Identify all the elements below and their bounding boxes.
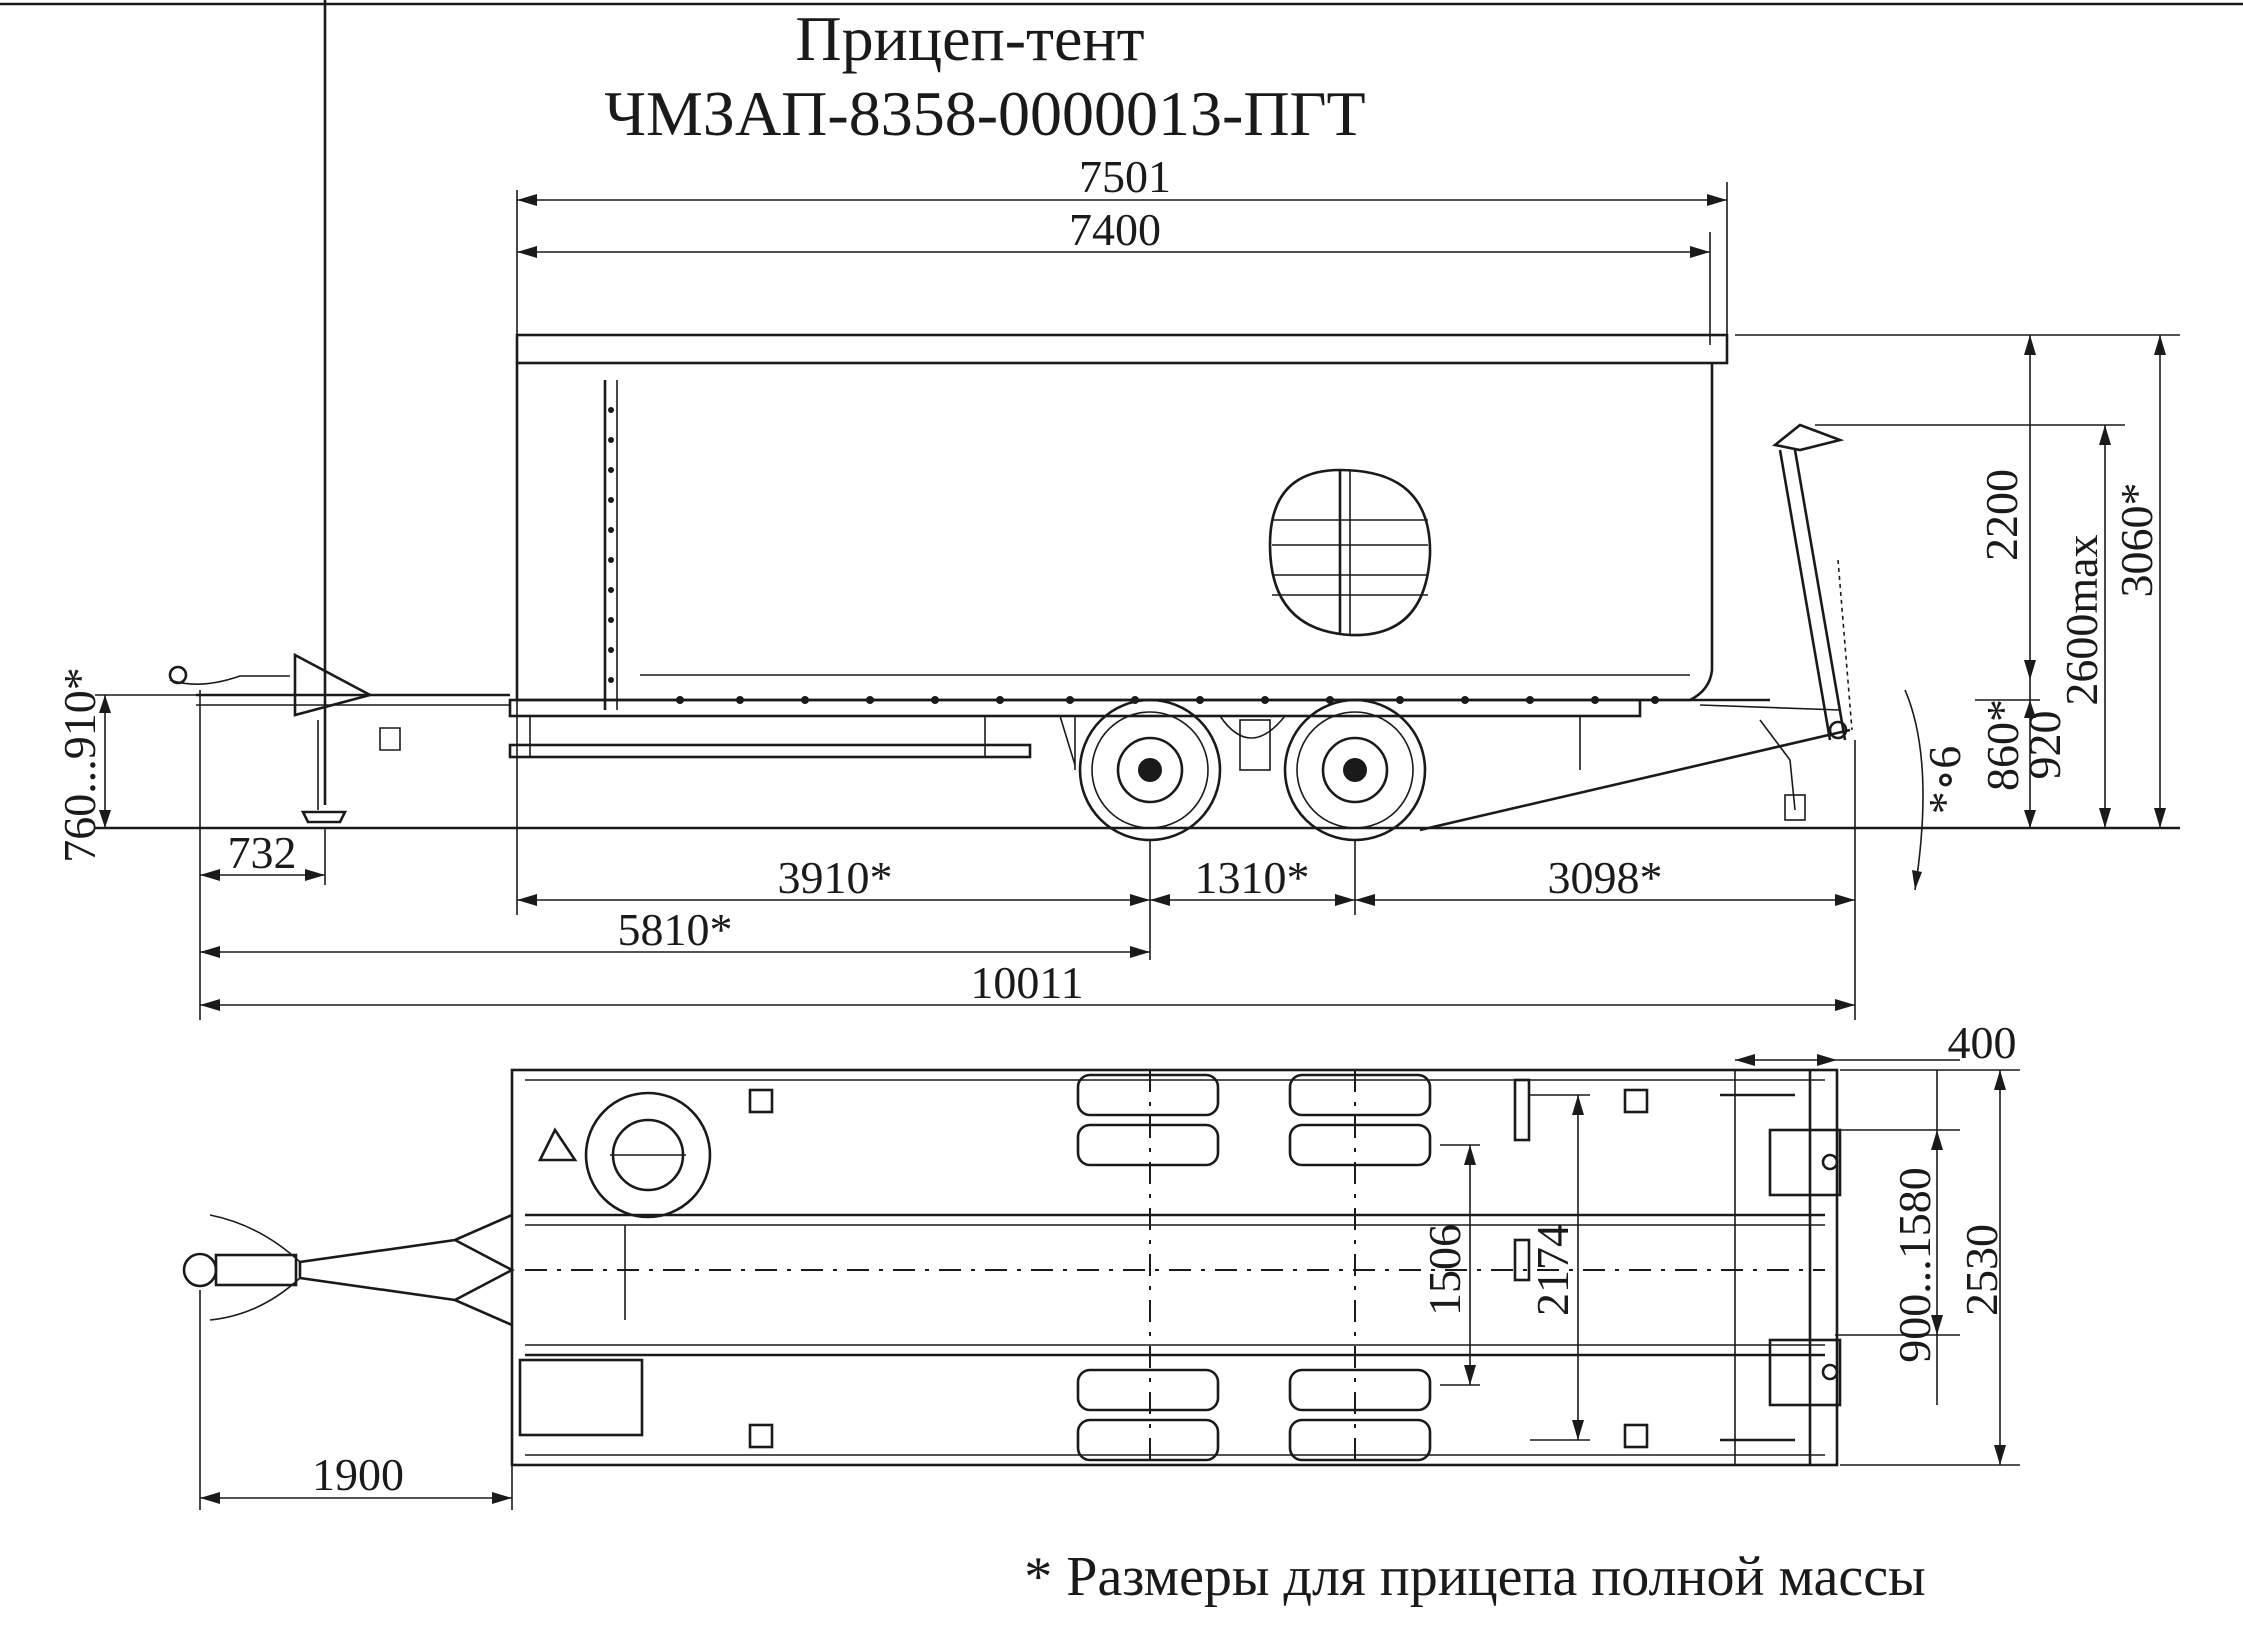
dim-platform-height-2: 920 [2019, 711, 2070, 780]
dim-platform-height: 860* [1977, 699, 2028, 791]
dim-track-width: 2174 [1527, 1224, 1578, 1316]
spare-wheel [584, 1091, 712, 1219]
warning-triangle-icon [537, 1127, 578, 1162]
rear-ramps-top [1720, 1093, 1842, 1442]
drawbar-side [168, 0, 510, 824]
side-guard [508, 743, 1032, 759]
dim-inner-width: 1506 [1419, 1224, 1470, 1316]
footnote: * Размеры для прицепа полной массы [1024, 1546, 1925, 1608]
dim-drawbar-offset: 732 [228, 827, 297, 878]
dim-ramp-depth: 400 [1948, 1017, 2017, 1068]
dim-rear-overhang: 3098* [1548, 852, 1663, 903]
side-view: 7501 7400 [54, 0, 2180, 1020]
rear-ramp [1419, 423, 1853, 832]
title-line-2: ЧМЗАП-8358-0000013-ПГТ [604, 78, 1365, 149]
toolbox [518, 1358, 644, 1437]
ramp-slope-line [1419, 728, 1851, 832]
dim-hitch-to-axle: 5810* [618, 904, 733, 955]
dim-drawbar-length: 1900 [312, 1449, 404, 1500]
drawbar-top [182, 1213, 515, 1327]
tent-body [515, 363, 1714, 702]
logo-emblem [1268, 468, 1432, 637]
dim-drawbar-height: 760...910* [54, 667, 105, 863]
wheel-rear [1283, 698, 1427, 842]
top-view: 400 1506 2174 900...1580 2530 [182, 1017, 2020, 1510]
dim-tent-height: 2200 [1976, 469, 2027, 561]
wheel-front [1078, 698, 1222, 842]
dim-body-length: 7400 [1069, 204, 1161, 255]
dim-overall-length-top: 7501 [1079, 151, 1171, 202]
tent-post-rivets [608, 407, 614, 683]
dim-overall-width: 2530 [1956, 1224, 2007, 1316]
title-line-1: Прицеп-тент [795, 3, 1144, 74]
dim-gate-height: 2600max [2056, 534, 2107, 705]
dim-front-to-axle: 3910* [778, 852, 893, 903]
platform-outline [510, 1068, 1839, 1467]
wheel-footprints [1076, 1073, 1432, 1462]
dim-overall-length: 10011 [970, 957, 1083, 1008]
dim-ramp-spacing: 900...1580 [1889, 1167, 1940, 1363]
dim-axle-base: 1310* [1195, 852, 1310, 903]
tent-roof [515, 333, 1729, 365]
dim-overall-height: 3060* [2111, 483, 2162, 598]
dim-ramp-angle: *∘6 [1919, 746, 1970, 815]
